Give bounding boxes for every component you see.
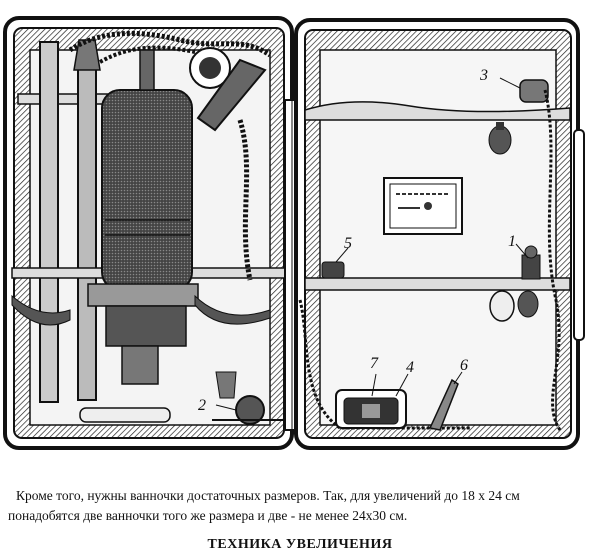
enlarger-case-illustration: 1 2 3 4 5 6 7 <box>3 16 585 450</box>
body-paragraph: Кроме того, нужны ванночки достаточных р… <box>8 488 520 523</box>
callout-7: 7 <box>370 355 379 372</box>
right-case-half <box>294 18 585 450</box>
section-heading: ТЕХНИКА УВЕЛИЧЕНИЯ <box>207 537 393 552</box>
callout-2: 2 <box>198 397 206 414</box>
callout-5: 5 <box>344 235 352 252</box>
callout-3: 3 <box>479 67 488 84</box>
callout-1: 1 <box>508 233 516 250</box>
callout-6: 6 <box>460 357 468 374</box>
left-case-half <box>3 16 294 450</box>
callout-4: 4 <box>406 359 414 376</box>
callout-labels: 1 2 3 4 5 6 7 <box>198 67 529 414</box>
